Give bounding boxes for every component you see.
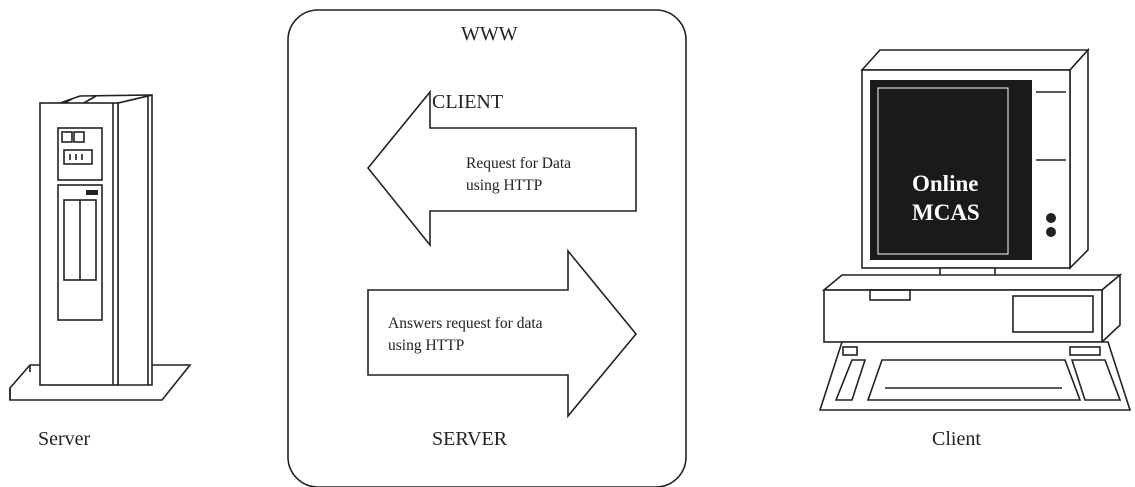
request-arrow (366, 89, 637, 248)
client-computer-icon (818, 47, 1132, 411)
response-text-line2: using HTTP (388, 337, 464, 354)
server-icon (9, 93, 192, 401)
screen-text-line2: MCAS (912, 200, 980, 225)
request-text-line1: Request for Data (466, 155, 571, 172)
server-caption: Server (38, 428, 91, 450)
request-text-line2: using HTTP (466, 177, 542, 194)
server-label: SERVER (432, 428, 508, 450)
response-text-line1: Answers request for data (388, 315, 543, 332)
www-box (287, 9, 687, 487)
client-caption: Client (932, 428, 981, 450)
screen-text-line1: Online (912, 171, 978, 196)
response-arrow (367, 248, 638, 419)
client-label: CLIENT (432, 91, 503, 113)
www-title: WWW (461, 23, 518, 45)
